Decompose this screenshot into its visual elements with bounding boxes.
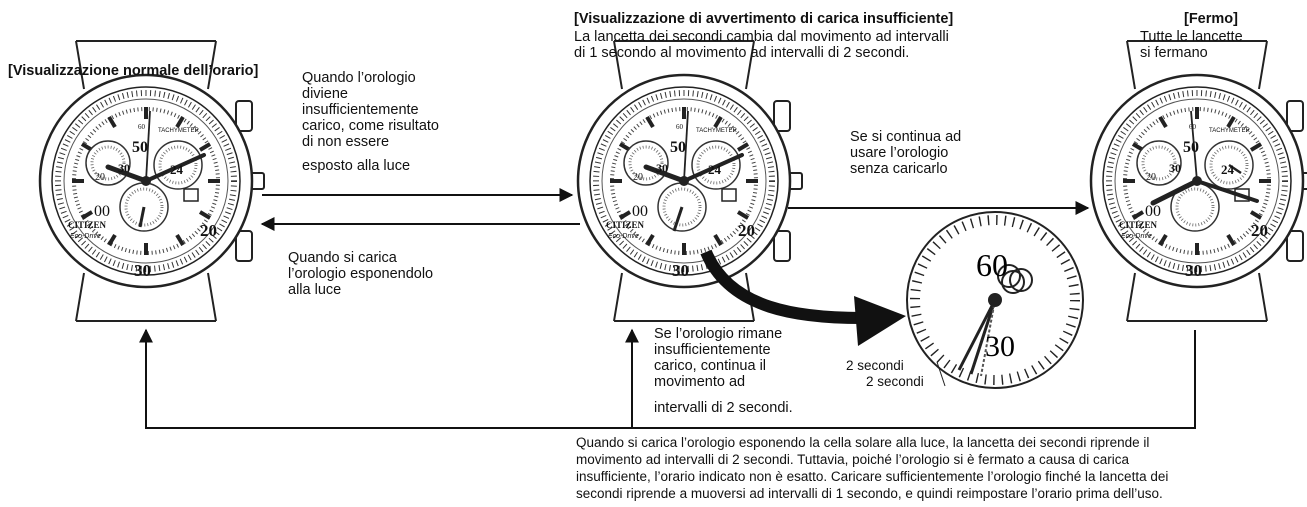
zoom-arrow <box>700 249 863 324</box>
dial-50-stopped: 50 <box>1183 139 1199 156</box>
dial-brand-normal: CITIZEN <box>68 220 107 230</box>
dial-model-stopped: Eco-Drive <box>1121 233 1152 240</box>
dial-model-normal: Eco-Drive <box>70 233 101 240</box>
continue-label-line-3: senza caricarlo <box>850 161 948 177</box>
forward-label-line-5: di non essere <box>302 134 390 150</box>
zoom-label-1: 2 secondi <box>846 358 904 373</box>
bottom-note-line-4: secondi riprende a muoversi ad intervall… <box>576 486 1163 501</box>
dial-20-normal: 20 <box>95 172 105 183</box>
dial-20-right-stopped: 20 <box>1251 221 1268 240</box>
arrow-loop-back <box>139 328 1196 429</box>
back-label-line-1: Quando si carica <box>288 250 397 266</box>
heading-warning-display: [Visualizzazione di avvertimento di cari… <box>574 11 954 27</box>
dial-brand-warning: CITIZEN <box>606 220 645 230</box>
dial-30-bottom-stopped: 30 <box>1185 261 1202 280</box>
forward-label-line-2: diviene <box>302 86 348 102</box>
zoom-dial <box>906 211 1084 389</box>
stop-desc-line-1: Tutte le lancette <box>1140 29 1243 45</box>
dial-50-normal: 50 <box>132 139 148 156</box>
dial-00-stopped: 00 <box>1145 203 1161 220</box>
remain-label-line-5: intervalli di 2 secondi. <box>654 400 793 416</box>
zoom-label-2: 2 secondi <box>866 374 924 389</box>
bottom-note-line-1: Quando si carica l’orologio esponendo la… <box>576 435 1150 450</box>
heading-stopped: [Fermo] <box>1184 11 1238 27</box>
remain-label-line-2: insufficientemente <box>654 342 771 358</box>
dial-24-warning: 24 <box>708 162 722 177</box>
dial-20-stopped: 20 <box>1146 172 1156 183</box>
bottom-note-line-2: movimento ad intervalli di 2 secondi. Tu… <box>576 452 1130 467</box>
bottom-note-line-3: insufficiente, l’orario indicato non è e… <box>576 469 1169 484</box>
dial-model-warning: Eco-Drive <box>608 233 639 240</box>
dial-30-bottom-warning: 30 <box>672 261 689 280</box>
dial-brand-stopped: CITIZEN <box>1119 220 1158 230</box>
forward-label-line-6: esposto alla luce <box>302 158 411 174</box>
back-label-line-2: l’orologio esponendolo <box>288 266 434 282</box>
zoom-30: 30 <box>985 330 1015 363</box>
dial-tachymeter-normal: TACHYMETER <box>158 128 200 134</box>
stop-desc-line-2: si fermano <box>1140 45 1208 61</box>
forward-label-line-1: Quando l’orologio <box>302 70 416 86</box>
watch-normal <box>40 41 264 321</box>
remain-label-line-3: carico, continua il <box>654 358 767 374</box>
dial-30-normal: 30 <box>118 161 130 175</box>
dial-20-right-warning: 20 <box>738 221 755 240</box>
warning-desc-line-2: di 1 secondo al movimento ad intervalli … <box>574 45 910 61</box>
dial-24-stopped: 24 <box>1221 162 1235 177</box>
forward-label-line-3: insufficientemente <box>302 102 419 118</box>
dial-24-normal: 24 <box>170 162 184 177</box>
dial-tachymeter-warning: TACHYMETER <box>696 128 738 134</box>
heading-normal-display: [Visualizzazione normale dell’orario] <box>8 63 259 79</box>
back-label-line-3: alla luce <box>288 282 342 298</box>
dial-60-stopped: 60 <box>1189 123 1197 131</box>
dial-00-normal: 00 <box>94 203 110 220</box>
continue-label-line-2: usare l’orologio <box>850 145 949 161</box>
dial-20-right-normal: 20 <box>200 221 217 240</box>
forward-label-line-4: carico, come risultato <box>302 118 439 134</box>
watch-stopped <box>1091 41 1307 321</box>
zoom-60: 60 <box>976 247 1008 283</box>
dial-30-warning: 30 <box>656 161 668 175</box>
dial-20-warning: 20 <box>633 172 643 183</box>
dial-30-stopped: 30 <box>1169 161 1181 175</box>
dial-50-warning: 50 <box>670 139 686 156</box>
remain-label-line-1: Se l’orologio rimane <box>654 326 783 342</box>
dial-tachymeter-stopped: TACHYMETER <box>1209 128 1251 134</box>
zoom-arrow-head <box>854 296 906 346</box>
dial-60-normal: 60 <box>138 123 146 131</box>
dial-00-warning: 00 <box>632 203 648 220</box>
warning-desc-line-1: La lancetta dei secondi cambia dal movim… <box>574 29 949 45</box>
remain-label-line-4: movimento ad <box>654 374 746 390</box>
watch-warning <box>578 41 802 321</box>
continue-label-line-1: Se si continua ad <box>850 129 962 145</box>
dial-60-warning: 60 <box>676 123 684 131</box>
dial-30-bottom-normal: 30 <box>134 261 151 280</box>
dial-labels: 24 30 20 00 50 20 30 60 TACHYMETER CITIZ… <box>68 123 1268 280</box>
